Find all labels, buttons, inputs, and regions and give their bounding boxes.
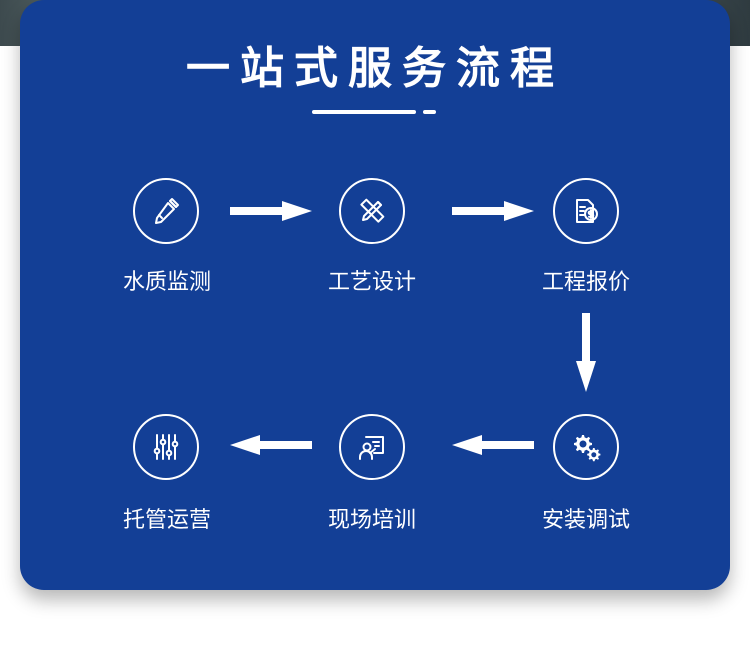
arrow-right-icon: [230, 201, 312, 221]
title-underline: [312, 110, 416, 114]
arrow-down-icon: [576, 313, 596, 392]
step-label-onsite-training: 现场培训: [327, 508, 416, 533]
pencil-ruler-icon: [339, 178, 405, 244]
arrow-right-icon: [452, 201, 534, 221]
arrow-left-icon: [230, 435, 312, 455]
pipette-icon: [133, 178, 199, 244]
trainer-board-icon: [339, 414, 405, 480]
step-label-engineering-quote: 工程报价: [541, 270, 630, 295]
step-label-installation-debug: 安装调试: [541, 508, 630, 533]
step-label-water-monitoring: 水质监测: [122, 270, 211, 295]
title-underline-dot: [423, 110, 436, 114]
service-process-card: [20, 0, 730, 590]
step-label-process-design: 工艺设计: [327, 270, 416, 295]
sliders-icon: [133, 414, 199, 480]
page-title: 一站式服务流程: [186, 43, 564, 94]
gears-icon: [553, 414, 619, 480]
arrow-left-icon: [452, 435, 534, 455]
step-label-managed-operation: 托管运营: [122, 508, 211, 533]
invoice-dollar-icon: [553, 178, 619, 244]
